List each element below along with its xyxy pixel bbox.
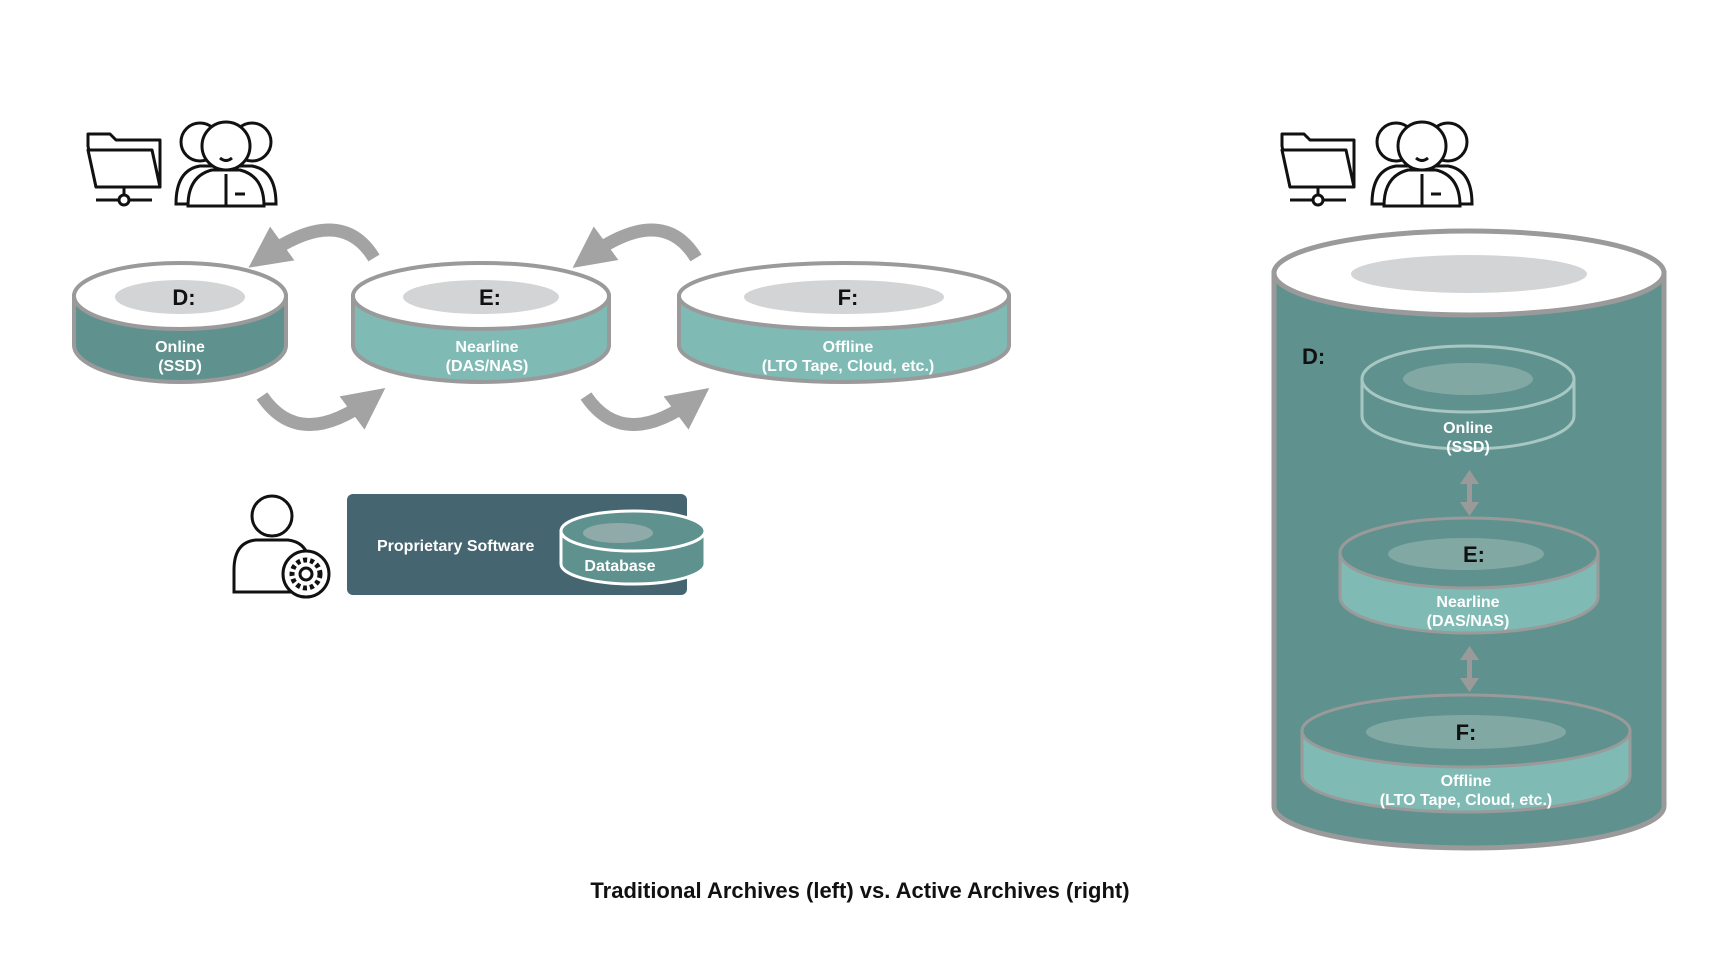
drive-letter: F: [838, 285, 859, 310]
drive-f-offline: F: Offline (LTO Tape, Cloud, etc.) [677, 261, 1011, 384]
tier-media-label: (SSD) [1446, 439, 1490, 456]
drive-e-nearline: E: Nearline (DAS/NAS) [351, 261, 611, 384]
tier-type-label: Offline [1441, 773, 1492, 790]
software-label: Proprietary Software [377, 538, 534, 555]
tier-type-label: Online [1443, 420, 1493, 437]
user-group-icon [1370, 120, 1474, 208]
sync-arrow-bottom-2 [580, 388, 710, 431]
drive-media-label: (DAS/NAS) [446, 358, 529, 375]
drive-type-label: Nearline [455, 339, 518, 356]
drive-media-label: (SSD) [158, 358, 202, 375]
tier-offline: F: Offline (LTO Tape, Cloud, etc.) [1300, 693, 1632, 814]
network-folder-icon [1280, 132, 1356, 207]
drive-letter: E: [479, 285, 501, 310]
drive-d-online: D: Online (SSD) [72, 261, 288, 384]
double-arrow-icon [1460, 470, 1479, 516]
tier-online: Online (SSD) [1360, 344, 1576, 456]
network-folder-icon [86, 132, 162, 207]
database-label: Database [584, 558, 655, 575]
tier-media-label: (DAS/NAS) [1427, 613, 1510, 630]
double-arrow-icon [1460, 646, 1479, 692]
outer-drive-letter: D: [1302, 344, 1325, 369]
sync-arrow-top-2 [572, 223, 702, 268]
user-group-icon [174, 120, 278, 208]
sync-arrow-bottom-1 [256, 388, 386, 431]
proprietary-software-box: Proprietary Software Database [347, 494, 707, 595]
admin-user-gear-icon [232, 494, 331, 599]
tier-letter: E: [1463, 542, 1485, 567]
drive-type-label: Online [155, 339, 205, 356]
diagram-caption: Traditional Archives (left) vs. Active A… [590, 878, 1129, 903]
drive-media-label: (LTO Tape, Cloud, etc.) [762, 358, 934, 375]
sync-arrow-top-1 [248, 223, 380, 268]
database-icon [559, 509, 707, 586]
drive-letter: D: [172, 285, 195, 310]
drive-type-label: Offline [823, 339, 874, 356]
tier-nearline: E: Nearline (DAS/NAS) [1338, 516, 1600, 635]
tier-letter: F: [1456, 720, 1477, 745]
tier-media-label: (LTO Tape, Cloud, etc.) [1380, 792, 1552, 809]
tier-type-label: Nearline [1436, 594, 1499, 611]
